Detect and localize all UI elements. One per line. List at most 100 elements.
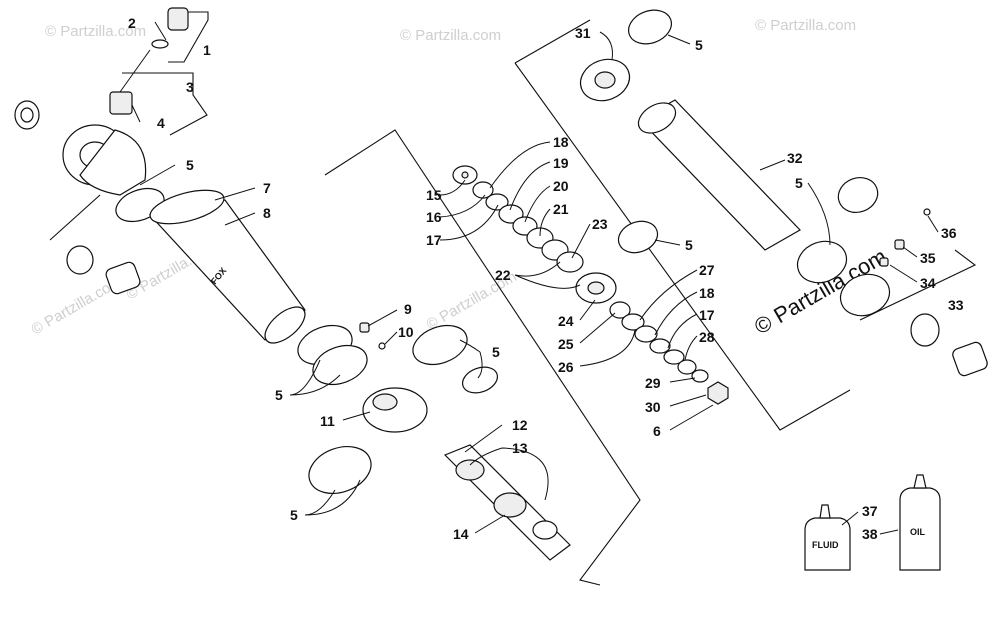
callout-14: 14: [453, 526, 469, 542]
leader-30: [669, 394, 707, 407]
callout-5: 5: [795, 175, 803, 191]
callout-29: 29: [645, 375, 661, 391]
leader-4: [131, 104, 141, 123]
shim-stack: [452, 165, 729, 405]
fluid-label: FLUID: [812, 540, 839, 550]
callout-23: 23: [592, 216, 608, 232]
callout-34: 34: [920, 275, 936, 291]
tube-top: [637, 102, 677, 134]
o-ring: [617, 220, 659, 254]
leader-35: [902, 246, 918, 258]
washer: [691, 369, 709, 383]
fluid-bottle-nozzle: [819, 504, 831, 519]
bushing: [910, 313, 940, 347]
callout-5: 5: [695, 37, 703, 53]
callout-9: 9: [404, 301, 412, 317]
box-left-eye: [49, 194, 101, 241]
box-3: [122, 72, 208, 136]
callout-4: 4: [157, 115, 165, 131]
leader-15-17: [439, 179, 499, 241]
oil-bottle-nozzle: [913, 474, 927, 489]
oil-label: OIL: [910, 527, 926, 537]
callout-5: 5: [492, 344, 500, 360]
bearing-ring: [308, 446, 372, 494]
leader-2: [154, 21, 167, 41]
sleeve: [105, 261, 141, 295]
valve-nut: [109, 91, 133, 115]
leader-5b: [289, 359, 341, 396]
leader-24: [579, 299, 596, 321]
callout-6: 6: [653, 423, 661, 439]
left-shock-assembly: FOX: [14, 7, 499, 494]
shim: [621, 313, 645, 331]
shim: [556, 251, 584, 273]
box-middle: [324, 129, 641, 586]
leader-27-28: [639, 269, 698, 361]
callout-25: 25: [558, 336, 574, 352]
callout-1: 1: [203, 42, 211, 58]
callout-11: 11: [320, 413, 335, 429]
cap: [879, 257, 889, 267]
valve-core: [894, 239, 905, 250]
callout-22: 22: [495, 267, 511, 283]
leader-8: [224, 212, 256, 226]
floating-piston: [796, 240, 848, 284]
right-assembly: [579, 9, 988, 377]
leader-11: [342, 411, 371, 421]
piston-center: [587, 281, 605, 295]
leader-34: [889, 264, 918, 283]
leader-13: [469, 447, 549, 501]
box-1: [168, 11, 209, 63]
bottles: FLUID OIL: [804, 474, 941, 571]
shaft-bumper: [493, 492, 527, 518]
box-right-top: [514, 19, 591, 64]
oil-bottle: [899, 487, 941, 571]
leader-22: [514, 261, 581, 289]
ball: [923, 208, 931, 216]
o-ring: [461, 366, 499, 394]
reservoir-eyelet: [839, 273, 891, 317]
valve-cap: [167, 7, 189, 31]
callout-16: 16: [426, 209, 442, 225]
watermark: © Partzilla.com: [400, 27, 501, 44]
shim: [498, 204, 524, 224]
leader-5d: [304, 479, 361, 516]
leader-5e: [654, 239, 681, 246]
callout-35: 35: [920, 250, 936, 266]
callout-8: 8: [263, 205, 271, 221]
callout-17: 17: [426, 232, 442, 248]
callout-20: 20: [553, 178, 569, 194]
fluid-bottle: [804, 517, 851, 571]
callout-2: 2: [128, 15, 136, 31]
pin: [359, 322, 370, 333]
callout-15: 15: [426, 187, 442, 203]
callout-26: 26: [558, 359, 574, 375]
callout-37: 37: [862, 503, 878, 519]
shaft-washer: [455, 459, 485, 481]
callout-10: 10: [398, 324, 414, 340]
reservoir-end: [264, 306, 306, 344]
leader-10: [384, 331, 398, 345]
callout-13: 13: [512, 440, 528, 456]
box-right: [514, 62, 851, 431]
box-33: [859, 249, 977, 321]
shaft-assembly: [443, 444, 571, 561]
watermark: © Partzilla.com: [755, 17, 856, 34]
callout-31: 31: [575, 25, 591, 41]
end-cap-center: [594, 71, 616, 89]
shim: [663, 349, 685, 365]
o-ring: [628, 9, 672, 45]
piston-assembly: [362, 387, 428, 433]
shim: [677, 359, 697, 375]
callout-30: 30: [645, 399, 661, 415]
shim: [649, 338, 671, 354]
bushing: [66, 245, 94, 275]
callout-5: 5: [275, 387, 283, 403]
leader-5f: [667, 34, 691, 45]
shaft-eye: [532, 520, 558, 540]
callout-3: 3: [186, 79, 194, 95]
nut: [707, 381, 729, 405]
leader-25: [579, 312, 616, 344]
sleeve: [952, 341, 988, 377]
leader-23: [571, 223, 591, 259]
